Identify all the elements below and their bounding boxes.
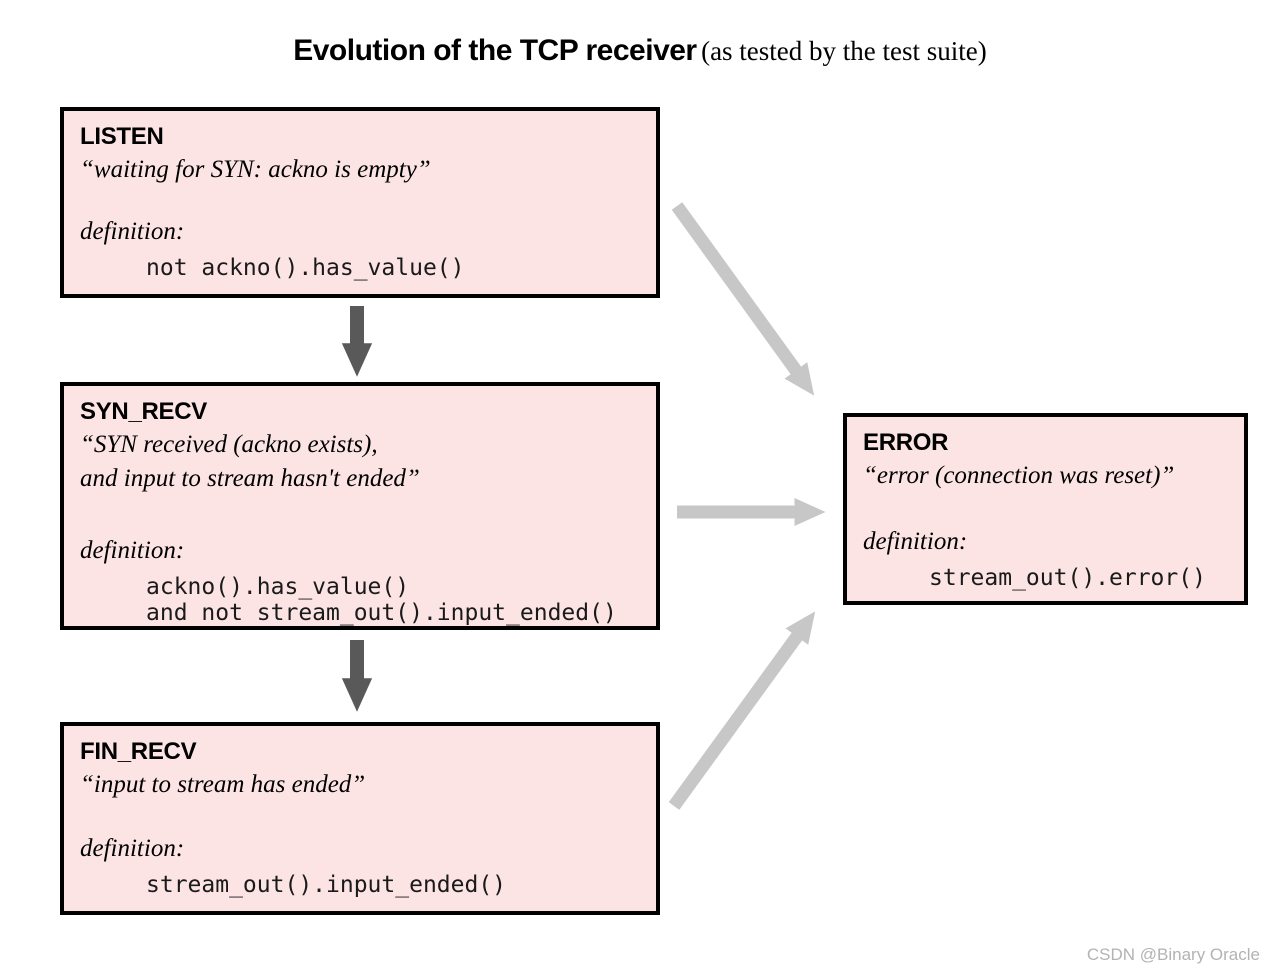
definition-label-syn-recv: definition: <box>80 537 185 564</box>
code-line: ackno().has_value() <box>146 574 410 600</box>
state-quote-fin-recv: “input to stream has ended” <box>80 771 366 798</box>
code-line: stream_out().input_ended() <box>146 872 507 898</box>
state-quote-syn-recv: “SYN received (ackno exists), and input … <box>80 428 642 496</box>
state-code-listen: not ackno().has_value() <box>146 255 642 281</box>
definition-label-listen: definition: <box>80 218 185 245</box>
state-quote-listen: “waiting for SYN: ackno is empty” <box>80 156 431 183</box>
state-code-fin-recv: stream_out().input_ended() <box>146 872 642 898</box>
state-code-error: stream_out().error() <box>929 565 1230 591</box>
state-title-syn-recv: SYN_RECV <box>80 398 207 425</box>
state-quote-line: “SYN received (ackno exists), <box>80 431 378 458</box>
state-title-error: ERROR <box>863 429 949 456</box>
state-quote-line: and input to stream hasn't ended” <box>80 465 420 492</box>
definition-label-fin-recv: definition: <box>80 835 185 862</box>
state-title-fin-recv: FIN_RECV <box>80 738 197 765</box>
state-box-fin-recv: FIN_RECV “input to stream has ended” def… <box>60 722 660 915</box>
state-box-error: ERROR “error (connection was reset)” def… <box>843 413 1248 605</box>
arrow-fin-recv-to-error <box>668 611 816 810</box>
code-line: stream_out().error() <box>929 565 1206 591</box>
arrow-listen-to-error <box>671 202 815 396</box>
definition-label-error: definition: <box>863 528 968 555</box>
state-box-listen: LISTEN “waiting for SYN: ackno is empty”… <box>60 107 660 298</box>
state-title-listen: LISTEN <box>80 123 164 150</box>
page-title-sub: (as tested by the test suite) <box>701 36 987 66</box>
state-box-syn-recv: SYN_RECV “SYN received (ackno exists), a… <box>60 382 660 630</box>
code-line: not ackno().has_value() <box>146 255 465 281</box>
page-title: Evolution of the TCP receiver (as tested… <box>0 34 1280 68</box>
csdn-watermark: CSDN @Binary Oracle <box>1086 945 1260 964</box>
code-line: and not stream_out().input_ended() <box>146 600 617 626</box>
page-title-main: Evolution of the TCP receiver <box>293 34 697 67</box>
state-quote-error: “error (connection was reset)” <box>863 462 1175 489</box>
state-code-syn-recv: ackno().has_value() and not stream_out()… <box>146 574 642 626</box>
